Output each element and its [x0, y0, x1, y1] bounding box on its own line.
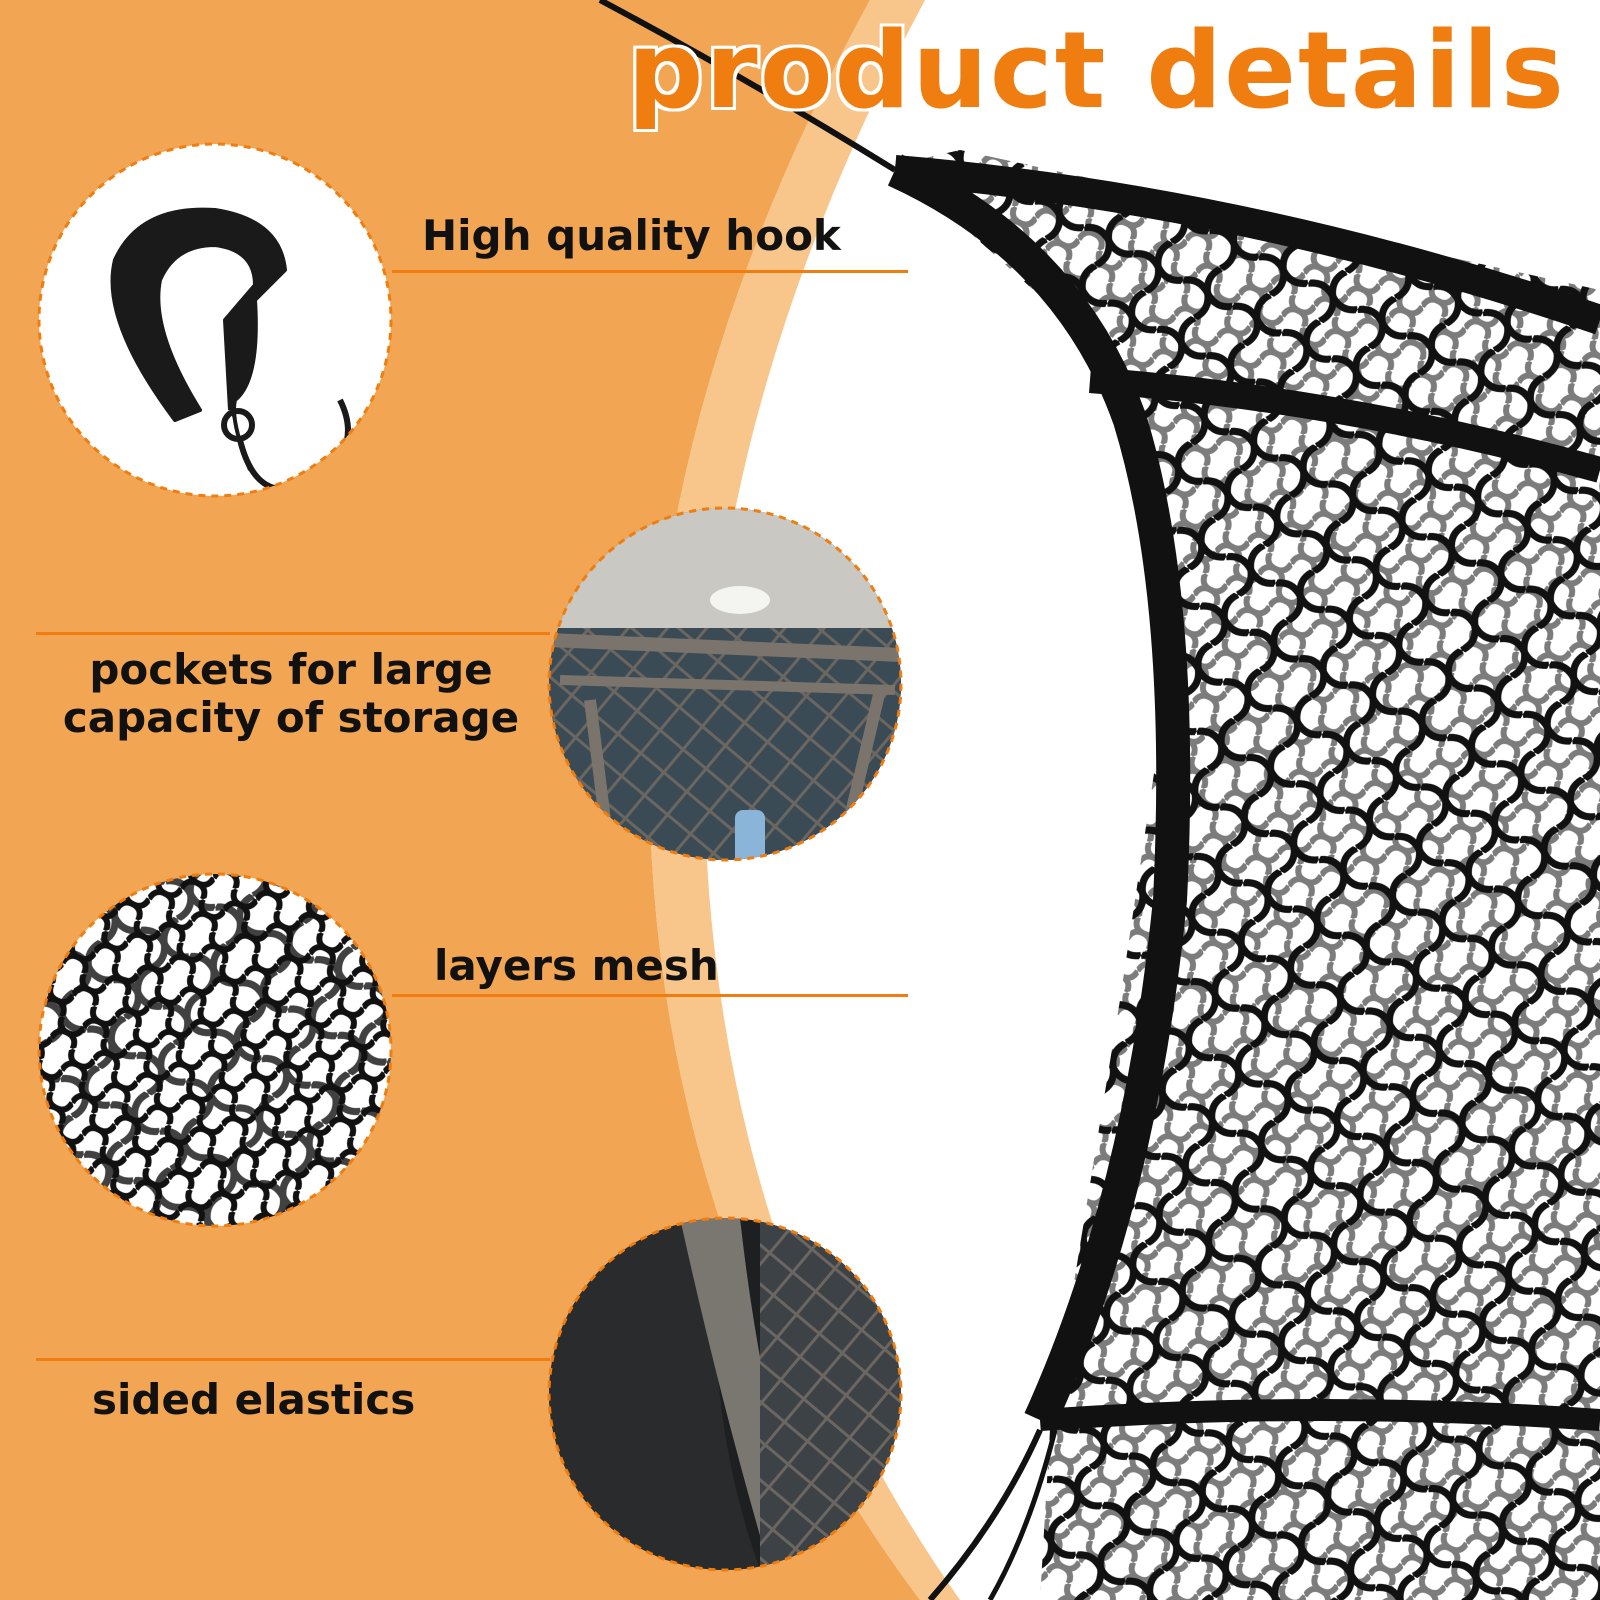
feature-rule-pocket — [36, 632, 550, 635]
ring-band — [649, 0, 960, 1600]
net-product — [895, 150, 1600, 1600]
pocket-circle — [547, 506, 903, 862]
hook-circle — [37, 142, 393, 498]
feature-rule-hook — [392, 270, 908, 273]
feature-rule-elastic — [36, 1358, 550, 1361]
feature-rule-mesh — [392, 994, 908, 997]
feature-label-pocket-line2: capacity of storage — [62, 693, 520, 743]
feature-label-elastic: sided elastics — [92, 1375, 416, 1424]
feature-label-hook: High quality hook — [422, 211, 841, 260]
feature-label-pocket-line1: pockets for large — [89, 645, 493, 694]
feature-label-mesh: layers mesh — [434, 941, 719, 990]
feature-label-pocket: pockets for large capacity of storage — [36, 645, 546, 743]
elastic-circle — [547, 1216, 903, 1572]
mesh-circle — [37, 872, 393, 1228]
page-title: product details — [625, 9, 1567, 132]
